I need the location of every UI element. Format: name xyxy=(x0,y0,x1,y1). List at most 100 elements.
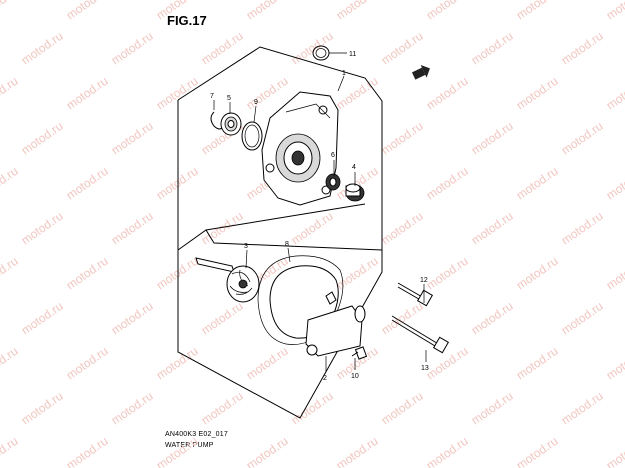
seal-part xyxy=(325,173,341,191)
watermark-text: motod.ru xyxy=(64,434,111,468)
watermark-text: motod.ru xyxy=(514,74,561,113)
watermark-text: motod.ru xyxy=(289,389,336,428)
watermark-text: motod.ru xyxy=(424,254,471,293)
callout-2: 2 xyxy=(323,375,327,382)
watermark-text: motod.ru xyxy=(379,389,426,428)
pump-body-part xyxy=(269,265,366,357)
front-arrow-icon xyxy=(411,64,430,80)
watermark-text: motod.ru xyxy=(514,434,561,468)
bolt-13-part xyxy=(391,315,450,354)
watermark-text: motod.ru xyxy=(424,344,471,383)
watermark-text: motod.ru xyxy=(19,29,66,68)
callout-13: 13 xyxy=(421,365,429,372)
watermark-text: motod.ru xyxy=(604,164,625,203)
watermark-text: motod.ru xyxy=(109,119,156,158)
impeller-part xyxy=(195,257,260,303)
watermark-text: motod.ru xyxy=(424,0,471,22)
callout-10: 10 xyxy=(351,373,359,380)
figure-title: FIG.17 xyxy=(167,13,207,28)
watermark-text: motod.ru xyxy=(289,29,336,68)
watermark-text: motod.ru xyxy=(559,299,606,338)
watermark-text: motod.ru xyxy=(514,164,561,203)
watermark-text: motod.ru xyxy=(469,209,516,248)
watermark-text: motod.ru xyxy=(604,254,625,293)
watermark-text: motod.ru xyxy=(604,74,625,113)
watermark-text: motod.ru xyxy=(469,29,516,68)
watermark-text: motod.ru xyxy=(244,0,291,22)
watermark-text: motod.ru xyxy=(244,434,291,468)
watermark-text: motod.ru xyxy=(379,209,426,248)
watermark-text: motod.ru xyxy=(244,344,291,383)
mechanical-seal-part xyxy=(345,183,365,202)
watermark-text: motod.ru xyxy=(109,389,156,428)
watermark-text: motod.ru xyxy=(559,29,606,68)
callout-labels: 11 1 7 5 9 6 4 3 8 12 2 10 13 xyxy=(210,51,429,382)
watermark-text: motod.ru xyxy=(514,254,561,293)
watermark-text: motod.ru xyxy=(64,74,111,113)
watermark-text: motod.ru xyxy=(424,74,471,113)
watermark-text: motod.ru xyxy=(379,29,426,68)
callout-7: 7 xyxy=(210,93,214,100)
watermark-text: motod.ru xyxy=(0,164,21,203)
figure-name: WATER PUMP xyxy=(165,442,214,449)
watermark-text: motod.ru xyxy=(0,254,21,293)
watermark-text: motod.ru xyxy=(154,254,201,293)
watermark-text: motod.ru xyxy=(424,164,471,203)
watermark-text: motod.ru xyxy=(154,74,201,113)
watermark-text: motod.ru xyxy=(19,389,66,428)
watermark-text: motod.ru xyxy=(469,389,516,428)
callout-12: 12 xyxy=(420,277,428,284)
watermark-text: motod.ru xyxy=(154,434,201,468)
watermark-text: motod.ru xyxy=(334,434,381,468)
callout-1: 1 xyxy=(342,70,346,77)
bolt-10-part xyxy=(351,346,368,360)
watermark-text: motod.ru xyxy=(64,254,111,293)
watermark-text: motod.ru xyxy=(379,119,426,158)
watermark-text: motod.ru xyxy=(154,164,201,203)
watermark-text: motod.ru xyxy=(64,164,111,203)
bolt-12-part xyxy=(397,282,434,307)
watermark-text: motod.ru xyxy=(334,0,381,22)
watermark-text: motod.ru xyxy=(19,299,66,338)
watermark-text: motod.ru xyxy=(334,74,381,113)
pump-cover-part xyxy=(261,91,339,206)
watermark-text: motod.ru xyxy=(199,209,246,248)
watermark-text: motod.ru xyxy=(199,299,246,338)
watermark-text: motod.ru xyxy=(559,209,606,248)
callout-6: 6 xyxy=(331,152,335,159)
watermark-text: motod.ru xyxy=(604,344,625,383)
watermark-text: motod.ru xyxy=(424,434,471,468)
watermark-text: motod.ru xyxy=(604,434,625,468)
watermark-text: motod.ru xyxy=(0,344,21,383)
watermark-text: motod.ru xyxy=(109,29,156,68)
callout-3: 3 xyxy=(244,243,248,250)
watermark-text: motod.ru xyxy=(109,209,156,248)
callout-4: 4 xyxy=(352,164,356,171)
watermark-text: motod.ru xyxy=(289,209,336,248)
watermark-text: motod.ru xyxy=(19,119,66,158)
watermark-text: motod.ru xyxy=(604,0,625,22)
watermark-text: motod.ru xyxy=(559,119,606,158)
gasket-part xyxy=(257,255,344,345)
watermark-text: motod.ru xyxy=(199,389,246,428)
figure-code: AN400K3 E02_017 xyxy=(165,431,228,438)
watermark-text: motod.ru xyxy=(514,0,561,22)
watermark-text: motod.ru xyxy=(154,344,201,383)
watermark-text: motod.ru xyxy=(64,344,111,383)
callout-8: 8 xyxy=(285,241,289,248)
watermark-text: motod.ru xyxy=(109,299,156,338)
watermark-text: motod.ru xyxy=(64,0,111,22)
callout-9: 9 xyxy=(254,99,258,106)
watermark-text: motod.ru xyxy=(0,434,21,468)
assembly-frame xyxy=(177,46,383,419)
watermark-text: motod.ru xyxy=(559,389,606,428)
watermark-text: motod.ru xyxy=(469,119,516,158)
watermark-text: motod.ru xyxy=(154,0,201,22)
watermark-text: motod.ru xyxy=(514,344,561,383)
bearing-part xyxy=(220,112,242,136)
watermark-text: motod.ru xyxy=(19,209,66,248)
watermark-text: motod.ru xyxy=(0,0,21,22)
watermark-text: motod.ru xyxy=(469,299,516,338)
